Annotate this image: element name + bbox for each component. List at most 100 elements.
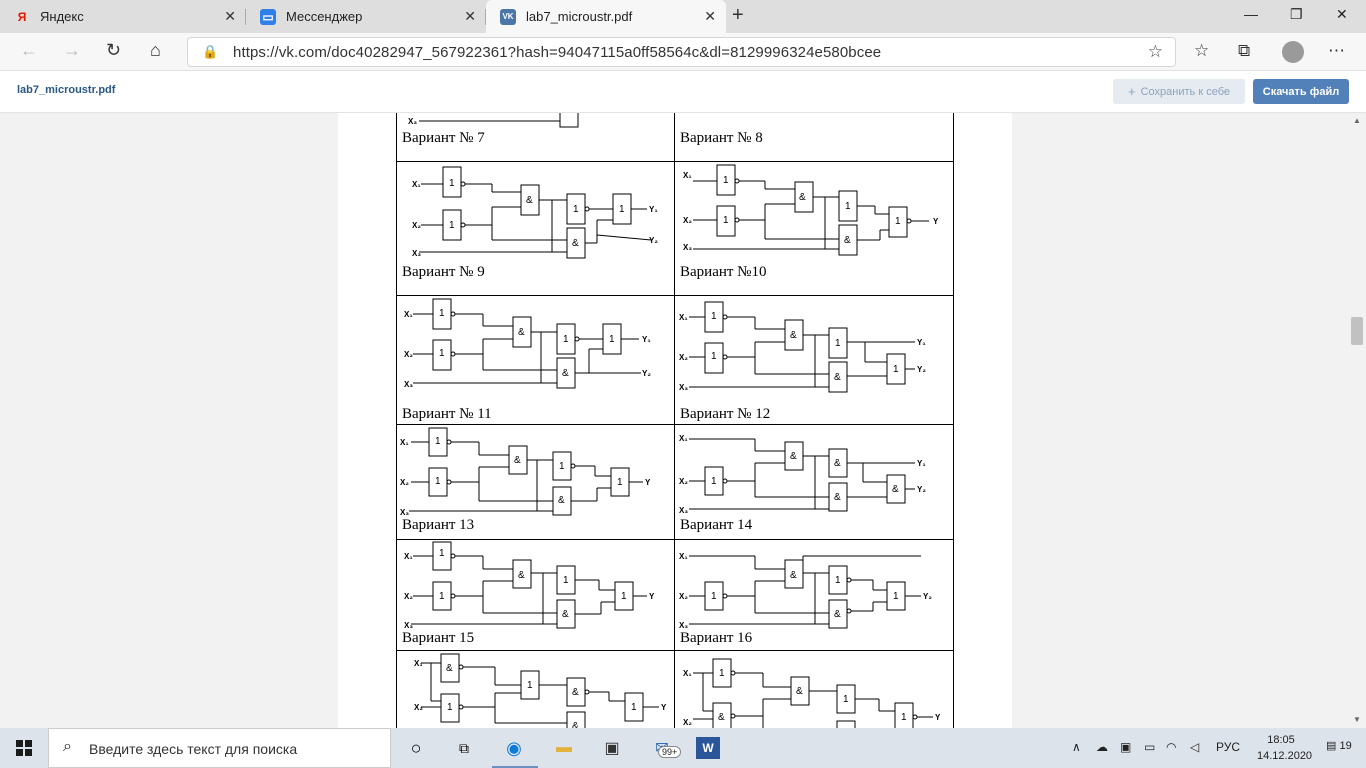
variant-caption: Вариант 15 bbox=[402, 630, 475, 646]
edge-icon[interactable]: ◉ bbox=[506, 737, 522, 758]
svg-text:1: 1 bbox=[893, 591, 899, 602]
tray-app-icon[interactable]: ▣ bbox=[1120, 740, 1132, 754]
svg-text:X₃: X₃ bbox=[404, 380, 413, 389]
home-icon[interactable]: ⌂ bbox=[150, 40, 161, 60]
variant-cell: X₃ Вариант № 7 bbox=[396, 113, 675, 162]
svg-text:1: 1 bbox=[835, 575, 841, 586]
svg-text:1: 1 bbox=[617, 477, 623, 488]
variant-caption: Вариант № 8 bbox=[680, 130, 763, 146]
svg-text:&: & bbox=[572, 721, 579, 728]
favorite-star-icon[interactable]: ☆ bbox=[1147, 42, 1163, 61]
svg-text:1: 1 bbox=[723, 215, 729, 226]
windows-start-icon[interactable] bbox=[16, 740, 32, 756]
close-icon[interactable]: ✕ bbox=[464, 8, 476, 24]
svg-text:1: 1 bbox=[527, 680, 533, 691]
download-button[interactable]: Скачать файл bbox=[1253, 79, 1349, 104]
variant-caption: Вариант 13 bbox=[402, 517, 475, 533]
volume-icon[interactable]: ◁ bbox=[1190, 740, 1200, 754]
refresh-icon[interactable]: ↻ bbox=[106, 40, 122, 60]
scrollbar-thumb[interactable] bbox=[1351, 317, 1363, 345]
svg-text:1: 1 bbox=[711, 476, 717, 487]
svg-text:X₁: X₁ bbox=[400, 438, 409, 447]
svg-text:1: 1 bbox=[439, 348, 445, 359]
svg-text:X₂: X₂ bbox=[412, 221, 421, 230]
svg-text:&: & bbox=[834, 492, 841, 503]
store-icon[interactable]: ▣ bbox=[604, 740, 620, 757]
svg-text:Y: Y bbox=[935, 713, 941, 722]
svg-text:&: & bbox=[834, 372, 841, 383]
svg-text:X₃: X₃ bbox=[683, 243, 692, 252]
svg-text:1: 1 bbox=[609, 334, 615, 345]
svg-text:1: 1 bbox=[563, 334, 569, 345]
svg-text:X₁: X₁ bbox=[679, 313, 688, 322]
scroll-down-icon[interactable]: ▼ bbox=[1353, 715, 1361, 724]
svg-text:&: & bbox=[718, 712, 725, 723]
svg-text:X₃: X₃ bbox=[408, 117, 417, 126]
svg-text:X₂: X₂ bbox=[679, 353, 688, 362]
yandex-icon: Я bbox=[17, 9, 27, 24]
svg-text:&: & bbox=[796, 686, 803, 697]
svg-text:1: 1 bbox=[439, 548, 445, 559]
cortana-icon[interactable]: ○ bbox=[410, 737, 422, 758]
wifi-icon[interactable]: ◠ bbox=[1166, 740, 1177, 754]
taskbar-clock[interactable]: 18:05 14.12.2020 bbox=[1257, 732, 1313, 764]
notifications-icon[interactable]: ▤ 19 bbox=[1326, 740, 1352, 752]
svg-text:1: 1 bbox=[835, 338, 841, 349]
svg-text:&: & bbox=[572, 238, 579, 249]
save-to-mine-button[interactable]: + Сохранить к себе bbox=[1113, 79, 1245, 104]
forward-icon[interactable]: → bbox=[63, 40, 81, 60]
logic-circuit: X₃ bbox=[408, 113, 579, 128]
minimize-icon[interactable]: — bbox=[1244, 6, 1258, 22]
tab-yandex[interactable]: Я Яндекс ✕ bbox=[0, 0, 246, 33]
clock-date: 14.12.2020 bbox=[1257, 750, 1313, 762]
svg-text:X₃: X₃ bbox=[412, 249, 421, 258]
tab-document[interactable]: VK lab7_microustr.pdf ✕ bbox=[486, 0, 726, 33]
svg-text:Y₁: Y₁ bbox=[917, 338, 926, 347]
svg-text:Y₁: Y₁ bbox=[642, 335, 651, 344]
onedrive-icon[interactable]: ☁ bbox=[1096, 740, 1108, 754]
taskbar-search-input[interactable]: ⌕ Введите здесь текст для поиска bbox=[48, 728, 391, 768]
task-view-icon[interactable]: ⧉ bbox=[459, 739, 469, 756]
svg-text:&: & bbox=[526, 195, 533, 206]
variant-caption: Вариант 16 bbox=[680, 630, 753, 646]
variant-cell: Вариант № 8 bbox=[675, 113, 954, 162]
more-menu-icon[interactable]: ⋯ bbox=[1328, 41, 1345, 60]
collections-icon[interactable]: ⧉ bbox=[1238, 41, 1251, 60]
new-tab-icon[interactable]: + bbox=[732, 4, 744, 26]
word-icon[interactable]: W bbox=[696, 737, 720, 759]
document-title[interactable]: lab7_microustr.pdf bbox=[17, 84, 116, 96]
svg-text:1: 1 bbox=[723, 175, 729, 186]
svg-text:&: & bbox=[790, 570, 797, 581]
profile-avatar[interactable] bbox=[1282, 41, 1304, 63]
svg-text:1: 1 bbox=[449, 178, 455, 189]
search-placeholder: Введите здесь текст для поиска bbox=[89, 741, 298, 757]
search-icon: ⌕ bbox=[63, 738, 72, 755]
tray-expand-icon[interactable]: ∧ bbox=[1072, 740, 1081, 754]
scroll-up-icon[interactable]: ▲ bbox=[1353, 116, 1361, 125]
file-explorer-icon[interactable]: ▬ bbox=[556, 739, 572, 756]
favorites-icon[interactable]: ☆ bbox=[1194, 41, 1210, 60]
language-indicator[interactable]: РУС bbox=[1216, 740, 1241, 754]
clock-time: 18:05 bbox=[1267, 734, 1295, 746]
svg-text:&: & bbox=[799, 192, 806, 203]
maximize-icon[interactable]: ❐ bbox=[1290, 6, 1303, 22]
url-input[interactable]: 🔒 https://vk.com/doc40282947_567922361?h… bbox=[187, 37, 1176, 67]
svg-text:X₁: X₁ bbox=[404, 310, 413, 319]
pdf-viewer[interactable]: X₃ Вариант № 7 Вариант № 8 bbox=[0, 113, 1366, 728]
close-icon[interactable]: ✕ bbox=[704, 8, 716, 24]
tab-title: Яндекс bbox=[40, 9, 84, 24]
tab-messenger[interactable]: ▭ Мессенджер ✕ bbox=[246, 0, 486, 33]
close-icon[interactable]: ✕ bbox=[224, 8, 236, 24]
svg-text:1: 1 bbox=[901, 712, 907, 723]
back-icon[interactable]: ← bbox=[20, 40, 38, 60]
variant-caption: Вариант 14 bbox=[680, 517, 753, 533]
svg-text:X₁: X₁ bbox=[683, 171, 692, 180]
svg-text:1: 1 bbox=[447, 702, 453, 713]
window-close-icon[interactable]: ✕ bbox=[1336, 6, 1348, 22]
battery-icon[interactable]: ▭ bbox=[1144, 740, 1156, 754]
lock-icon[interactable]: 🔒 bbox=[202, 44, 219, 59]
